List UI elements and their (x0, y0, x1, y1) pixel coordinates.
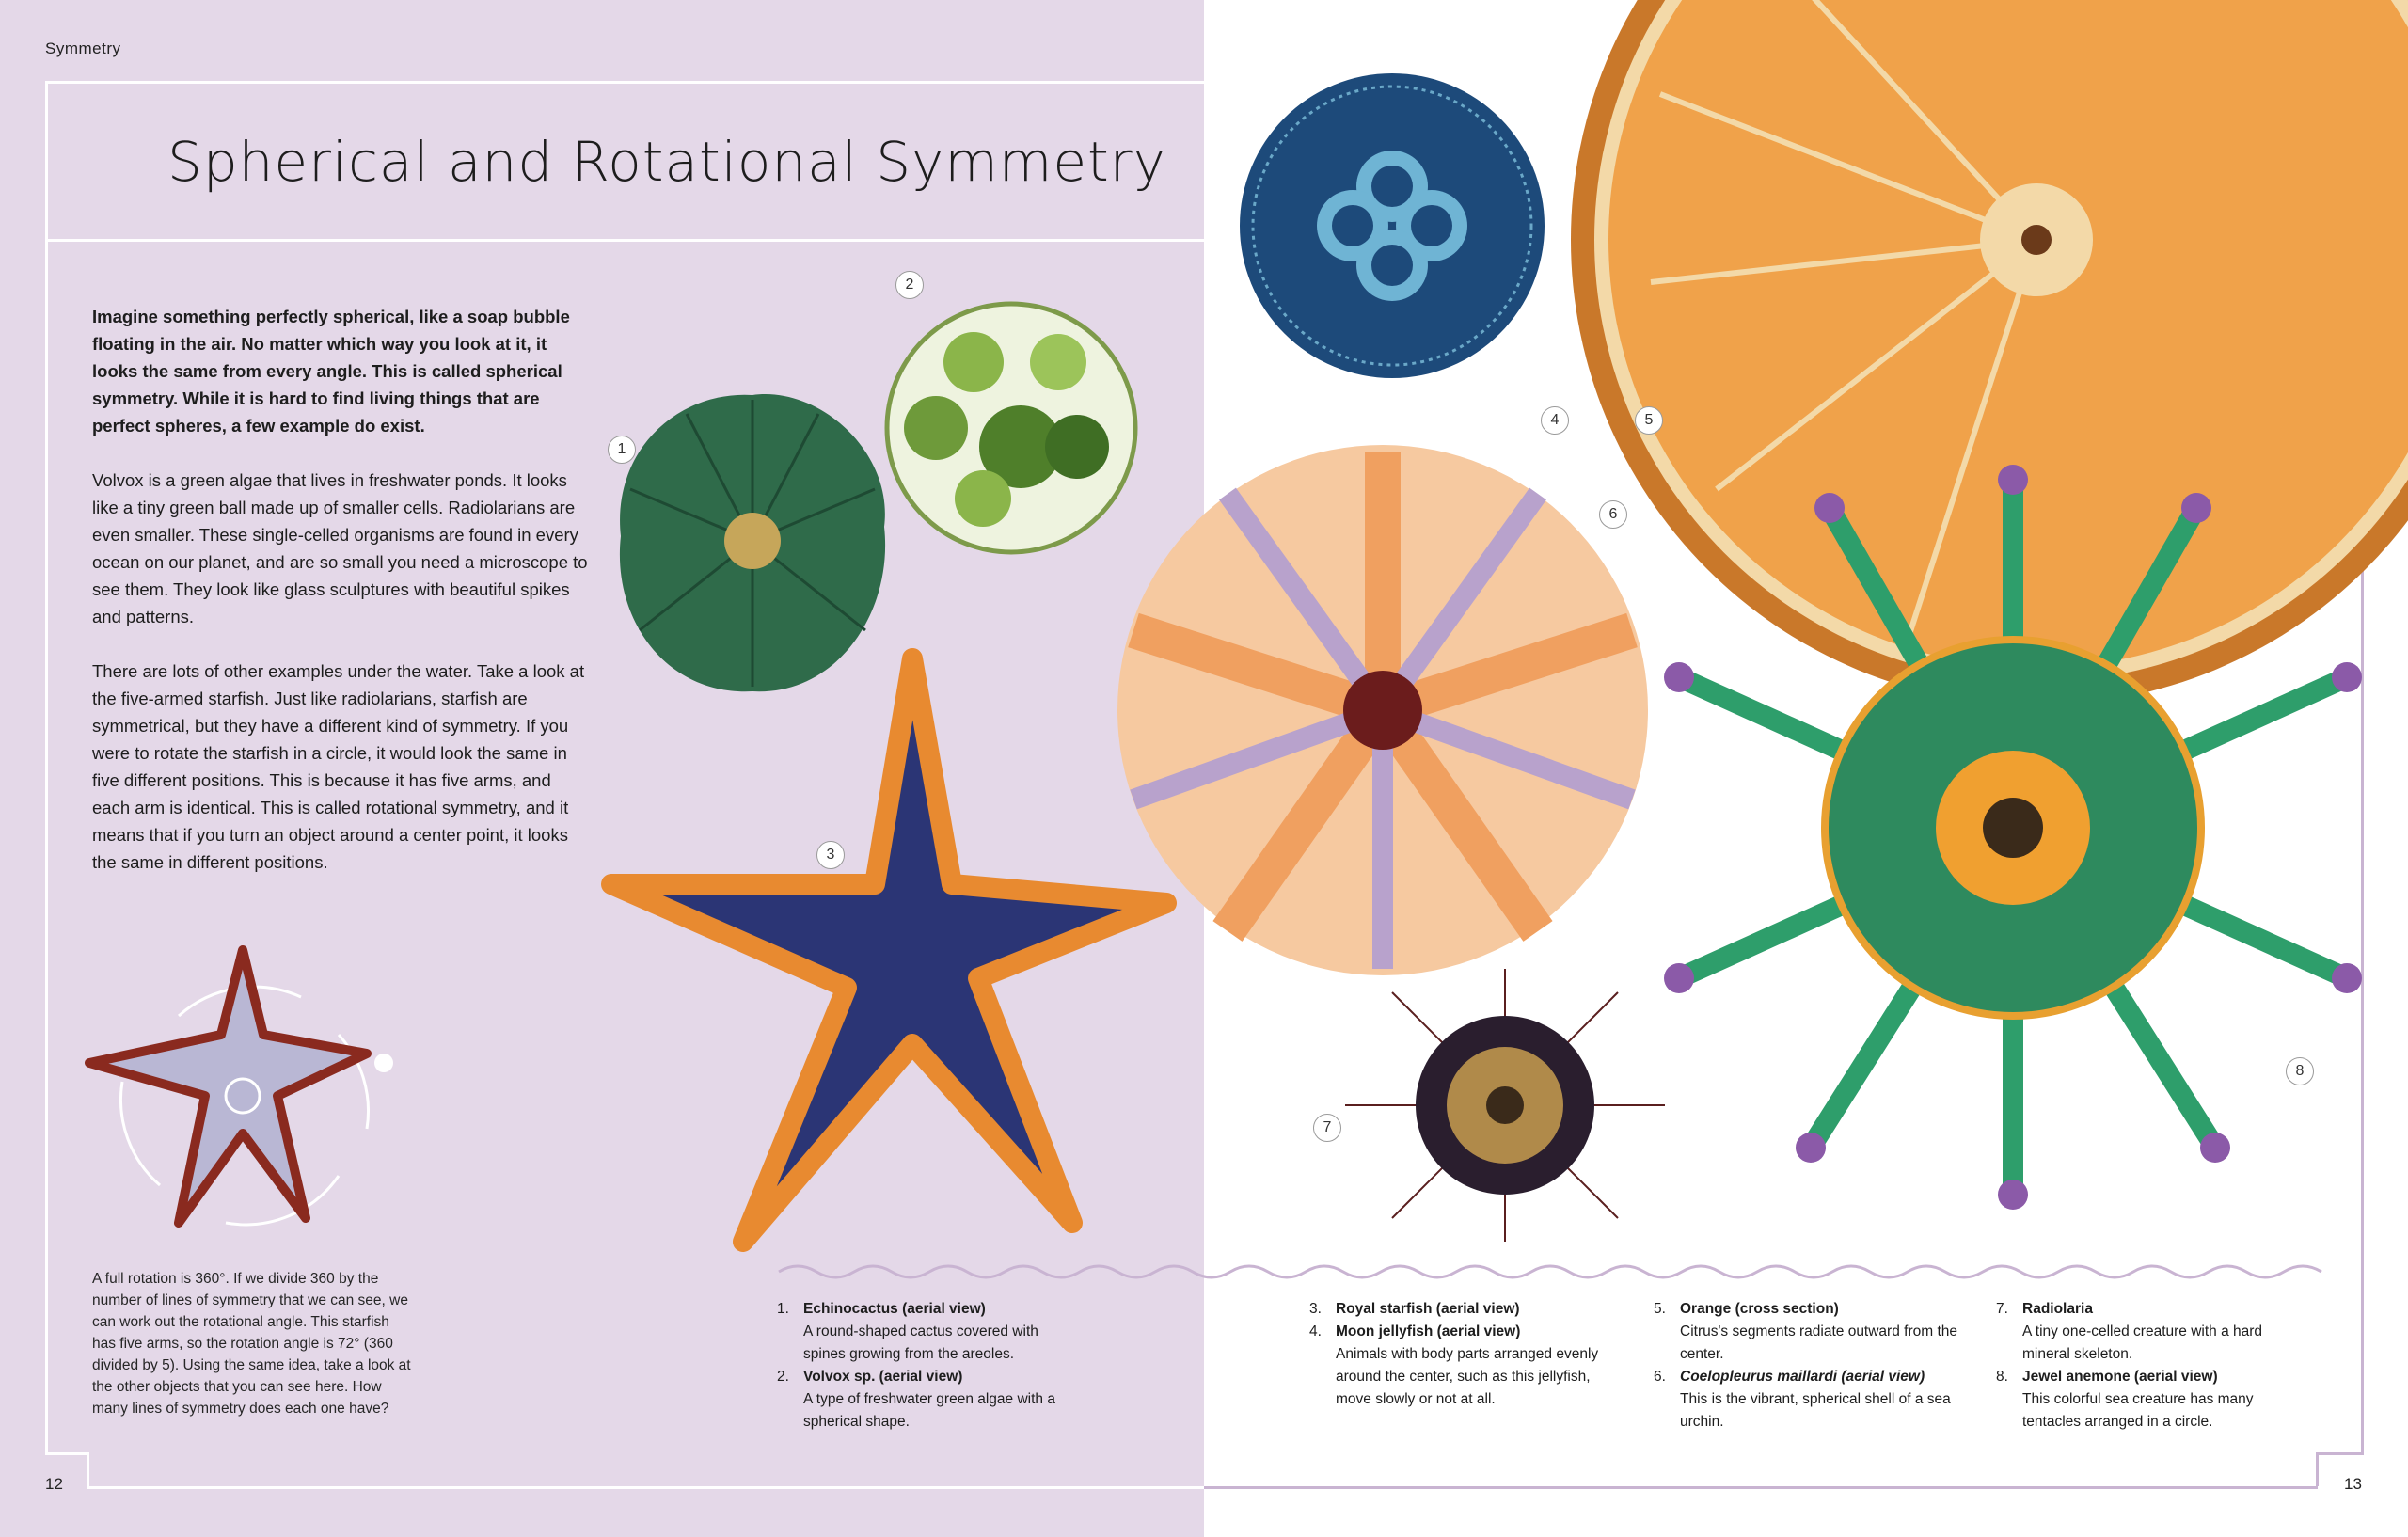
badge-4: 4 (1541, 406, 1569, 435)
legend-num-8: 8. (1996, 1369, 2008, 1385)
badge-7: 7 (1313, 1114, 1341, 1142)
page-title: Spherical and Rotational Symmetry (167, 130, 1166, 194)
frame-title-underline (45, 239, 1204, 242)
legend-desc-4: Animals with body parts arranged evenly … (1336, 1346, 1599, 1407)
legend-column-3: 5. Orange (cross section) Citrus's segmen… (1654, 1298, 1964, 1434)
volvox-illustration (884, 301, 1138, 555)
anemone-illustration (1664, 465, 2362, 1210)
legend-name-1: Echinocactus (aerial view) (803, 1301, 986, 1317)
frame-right-tick (2316, 1452, 2319, 1486)
page-number-left: 12 (45, 1475, 63, 1493)
legend-name-6: Coelopleurus maillardi (aerial view) (1680, 1369, 1925, 1385)
legend-desc-6: This is the vibrant, spherical shell of … (1680, 1391, 1951, 1430)
jellyfish-illustration (1240, 73, 1545, 378)
radiolaria-illustration (1345, 969, 1665, 1242)
page-number-right: 13 (2344, 1475, 2362, 1493)
legend-desc-1: A round-shaped cactus covered with spine… (803, 1323, 1038, 1362)
frame-top (45, 81, 2364, 84)
legend-num-4: 4. (1309, 1323, 1322, 1339)
rotation-caption: A full rotation is 360°. If we divide 36… (92, 1271, 411, 1417)
intro-paragraph-3: There are lots of other examples under t… (92, 661, 585, 872)
legend-name-3: Royal starfish (aerial view) (1336, 1301, 1520, 1317)
legend-column-1: 1. Echinocactus (aerial view) A round-sha… (777, 1298, 1078, 1434)
intro-text: Imagine something perfectly spherical, l… (92, 303, 591, 903)
legend-name-2: Volvox sp. (aerial view) (803, 1369, 963, 1385)
legend-name-5: Orange (cross section) (1680, 1301, 1839, 1317)
legend-num-1: 1. (777, 1301, 789, 1317)
rotation-arrow-icon (119, 985, 371, 1227)
badge-8: 8 (2286, 1057, 2314, 1085)
legend-name-7: Radiolaria (2022, 1301, 2093, 1317)
legend-column-4: 7. Radiolaria A tiny one-celled creature … (1996, 1298, 2306, 1434)
badge-5: 5 (1635, 406, 1663, 435)
badge-3: 3 (816, 841, 845, 869)
frame-right-corner (2316, 1452, 2363, 1455)
badge-6: 6 (1599, 500, 1627, 529)
legend-num-3: 3. (1309, 1301, 1322, 1317)
legend-name-8: Jewel anemone (aerial view) (2022, 1369, 2218, 1385)
legend-desc-8: This colorful sea creature has many tent… (2022, 1391, 2254, 1430)
frame-bottom-left (45, 1452, 87, 1455)
legend-num-2: 2. (777, 1369, 789, 1385)
intro-paragraph-1: Imagine something perfectly spherical, l… (92, 307, 570, 436)
legend-desc-5: Citrus's segments radiate outward from t… (1680, 1323, 1957, 1362)
frame-left (45, 81, 48, 1452)
section-label: Symmetry (45, 40, 121, 57)
legend-num-7: 7. (1996, 1301, 2008, 1317)
rotation-starfish-diagram (85, 945, 393, 1228)
wavy-divider (778, 1264, 2322, 1279)
left-page (0, 0, 1204, 1537)
badge-1: 1 (608, 436, 636, 464)
cactus-illustration (619, 394, 886, 692)
legend-num-6: 6. (1654, 1369, 1666, 1385)
rotation-marker (374, 1054, 393, 1072)
legend-desc-2: A type of freshwater green algae with a … (803, 1391, 1055, 1430)
legend-desc-7: A tiny one-celled creature with a hard m… (2022, 1323, 2263, 1362)
legend-num-5: 5. (1654, 1301, 1666, 1317)
intro-paragraph-2: Volvox is a green algae that lives in fr… (92, 470, 588, 626)
frame-bottom-main (87, 1486, 1204, 1489)
frame-right-bottom (1204, 1486, 2318, 1489)
frame-right-side (2361, 83, 2364, 1455)
legend-name-4: Moon jellyfish (aerial view) (1336, 1323, 1521, 1339)
urchin-illustration (1117, 445, 1648, 975)
badge-2: 2 (895, 271, 924, 299)
frame-bottom-tick (87, 1452, 89, 1486)
legend-column-2: 3. Royal starfish (aerial view) 4. Moon je… (1309, 1298, 1629, 1411)
royal-starfish-illustration (601, 648, 1177, 1252)
